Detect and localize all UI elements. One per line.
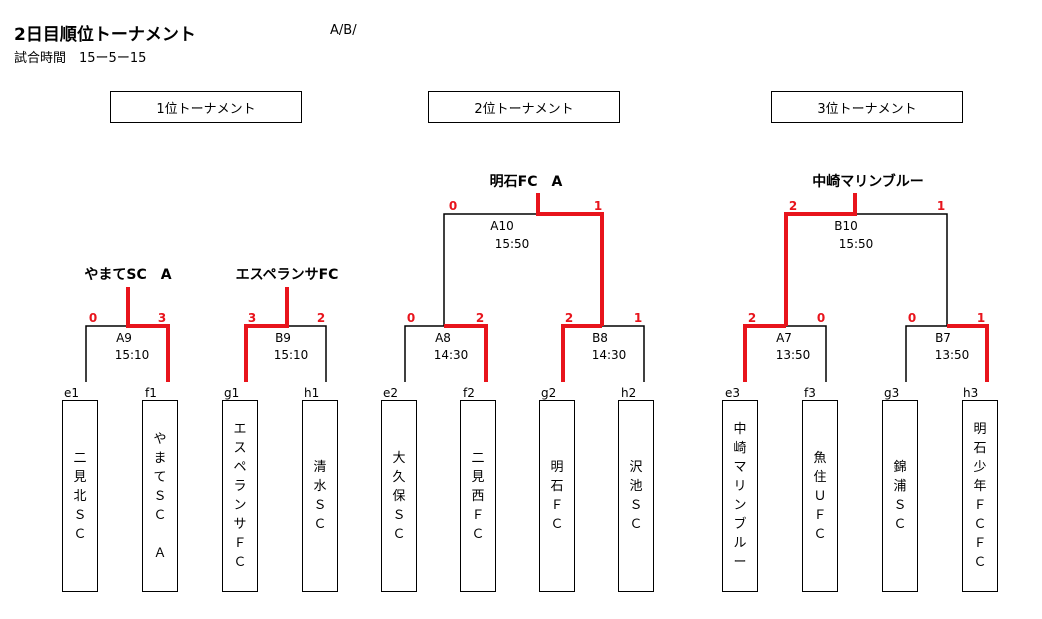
a10-score-right: 1: [593, 199, 603, 213]
b7-left-line: [905, 325, 947, 382]
tournament-2-header: 2位トーナメント: [428, 91, 620, 123]
team-code: g3: [884, 386, 900, 400]
team-code: g2: [541, 386, 557, 400]
a10-left-line: [443, 213, 538, 326]
b8-score-left: 2: [564, 311, 574, 325]
a9-winner-line: [126, 287, 170, 382]
b8-score-right: 1: [633, 311, 643, 325]
b7-score-right: 1: [976, 311, 986, 325]
tournament-3-header: 3位トーナメント: [771, 91, 963, 123]
a10-match-id: A10: [490, 219, 514, 233]
a7-score-right: 0: [816, 311, 826, 325]
b10-winner-line: [784, 193, 857, 326]
a8-match-id: A8: [435, 331, 451, 345]
b7-score-left: 0: [907, 311, 917, 325]
b9-right-line: [287, 325, 327, 382]
a10-winner-line: [536, 193, 604, 326]
page-title: 2日目順位トーナメント: [14, 25, 196, 45]
team-code: f1: [145, 386, 157, 400]
a8-score-right: 2: [475, 311, 485, 325]
tournament-1-header: 1位トーナメント: [110, 91, 302, 123]
match-duration: 試合時間 15ー5ー15: [14, 51, 147, 66]
a10-score-left: 0: [448, 199, 458, 213]
b10-match-time: 15:50: [838, 237, 874, 251]
team-code: e3: [725, 386, 741, 400]
b9-match-id: B9: [275, 331, 291, 345]
team-code: e2: [383, 386, 399, 400]
a9-winner-label: やまてSC A: [84, 267, 172, 283]
b7-match-time: 13:50: [934, 348, 970, 362]
bracket-lines-winner: [126, 193, 989, 382]
a7-match-time: 13:50: [775, 348, 811, 362]
b8-match-id: B8: [592, 331, 608, 345]
a10-match-time: 15:50: [494, 237, 530, 251]
b10-score-left: 2: [788, 199, 798, 213]
team-code: f2: [463, 386, 475, 400]
a9-score-right: 3: [157, 311, 167, 325]
a9-score-left: 0: [88, 311, 98, 325]
b8-match-time: 14:30: [591, 348, 627, 362]
b9-score-right: 2: [316, 311, 326, 325]
team-code: e1: [64, 386, 80, 400]
b9-winner-label: エスペランサFC: [235, 267, 339, 283]
a8-score-left: 0: [406, 311, 416, 325]
b9-score-left: 3: [247, 311, 257, 325]
team-code: f3: [804, 386, 816, 400]
variant-label: A/B/: [330, 23, 357, 38]
b10-score-right: 1: [936, 199, 946, 213]
a9-match-id: A9: [116, 331, 132, 345]
team-box: 中崎マリンブルー: [722, 400, 758, 592]
a8-winner-line: [444, 324, 488, 382]
a9-left-line: [85, 325, 128, 382]
b9-match-time: 15:10: [273, 348, 309, 362]
team-name: 中崎マリンブルー: [733, 422, 747, 570]
team-code: g1: [224, 386, 240, 400]
b10-winner-label: 中崎マリンブルー: [812, 174, 924, 190]
a7-score-left: 2: [747, 311, 757, 325]
team-code: h2: [621, 386, 637, 400]
team-code: h3: [963, 386, 979, 400]
a9-match-time: 15:10: [114, 348, 150, 362]
b9-winner-line: [244, 287, 289, 382]
a7-winner-line: [743, 324, 786, 382]
b8-right-line: [602, 325, 645, 382]
a8-match-time: 14:30: [433, 348, 469, 362]
team-code: h1: [304, 386, 320, 400]
b7-winner-line: [947, 324, 989, 382]
b7-match-id: B7: [935, 331, 951, 345]
b10-right-line: [855, 213, 948, 326]
a10-winner-label: 明石FC A: [489, 174, 563, 190]
a7-match-id: A7: [776, 331, 792, 345]
b8-winner-line: [561, 324, 602, 382]
b10-match-id: B10: [834, 219, 858, 233]
